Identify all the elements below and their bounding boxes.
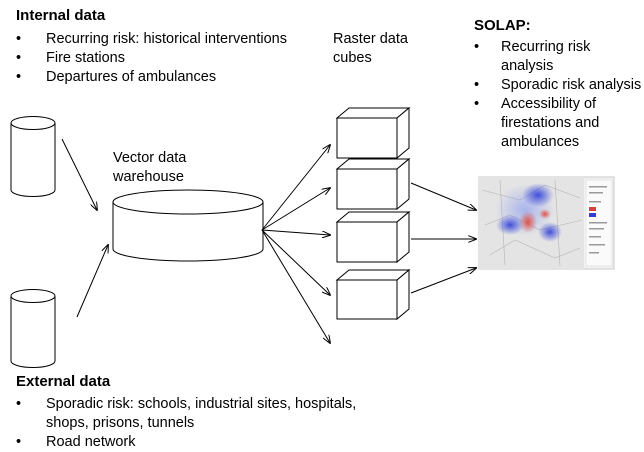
list-item: •Recurring risk: historical intervention… — [16, 31, 287, 47]
list-item: •Accessibility of firestations and ambul… — [474, 96, 600, 150]
arrow-warehouse-to-cube-5 — [261, 229, 330, 343]
arrow-cube-4-to-map — [410, 268, 476, 294]
solap-title: SOLAP: — [474, 17, 531, 34]
list-item: •Recurring risk analysis — [474, 39, 591, 74]
raster-cube-4 — [335, 268, 411, 321]
raster-cube-3 — [335, 210, 411, 264]
solap-map-screenshot — [478, 176, 615, 270]
list-item: •Sporadic risk analysis — [474, 77, 642, 93]
arrow-external-to-warehouse — [76, 245, 108, 318]
internal-data-title: Internal data — [16, 7, 106, 24]
arrow-warehouse-to-cube-3 — [261, 229, 330, 235]
raster-cubes — [335, 106, 411, 321]
warehouse-to-cubes-arrows — [261, 145, 330, 343]
vector-warehouse-icon — [112, 189, 264, 262]
external-database-icon — [10, 289, 56, 368]
cubes-to-map-arrows — [410, 182, 476, 294]
solap-list: •Recurring risk analysis •Sporadic risk … — [474, 38, 642, 152]
list-item: •Sporadic risk: schools, industrial site… — [16, 396, 357, 431]
arrow-internal-to-warehouse — [61, 138, 97, 210]
arrow-warehouse-to-cube-4 — [261, 229, 330, 295]
internal-database-icon — [10, 116, 56, 197]
raster-cube-2 — [335, 157, 411, 211]
arrow-warehouse-to-cube-1 — [261, 145, 330, 231]
arrow-cube-2-to-map — [410, 182, 476, 210]
list-item: •Departures of ambulances — [16, 69, 217, 85]
arrow-warehouse-to-cube-2 — [261, 188, 330, 231]
internal-data-list: •Recurring risk: historical intervention… — [16, 30, 316, 87]
vector-warehouse-label: Vector data warehouse — [113, 150, 187, 185]
raster-cubes-label: Raster data cubes — [333, 31, 408, 66]
raster-cube-1 — [335, 106, 411, 160]
list-item: •Road network — [16, 434, 136, 450]
external-data-title: External data — [16, 373, 111, 390]
external-data-list: •Sporadic risk: schools, industrial site… — [16, 395, 376, 452]
list-item: •Fire stations — [16, 50, 125, 66]
